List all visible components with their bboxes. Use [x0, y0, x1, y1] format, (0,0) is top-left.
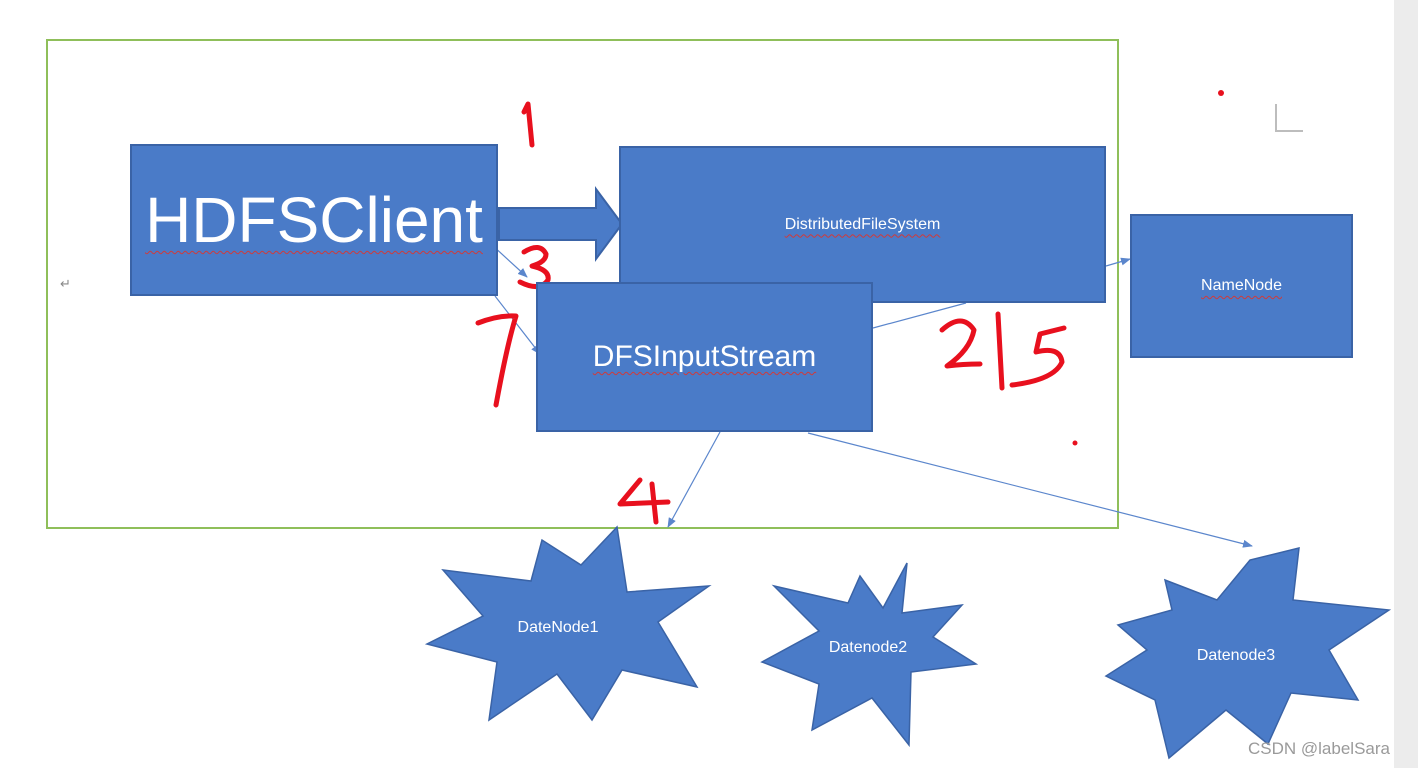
- filesystem-to-namenode-arrow: [1105, 257, 1131, 267]
- red-dot: [1072, 440, 1078, 446]
- inputstream-to-datanode3-arrow: [807, 432, 1253, 548]
- step-3-mark: [517, 245, 551, 289]
- step-2-mark: [939, 318, 983, 369]
- client-to-inputstream-arrow-lower: [494, 295, 541, 355]
- step-4-mark: [617, 477, 671, 525]
- datanode3-label: Datenode3: [1196, 647, 1276, 664]
- dfs-inputstream-box[interactable]: DFSInputStream: [536, 282, 873, 432]
- page-corner-marker: [1275, 104, 1303, 132]
- datanode2-starburst: [760, 562, 979, 748]
- datanode1-starburst: [424, 525, 712, 722]
- divider-stroke: [995, 311, 1005, 391]
- step-1-mark: [521, 101, 535, 148]
- hdfs-client-label: HDFSClient: [145, 184, 483, 256]
- datanode3-starburst: [1104, 547, 1392, 760]
- inputstream-to-filesystem-line: [872, 302, 967, 329]
- red-dot: [1218, 90, 1224, 96]
- dfs-inputstream-label: DFSInputStream: [592, 340, 817, 373]
- watermark: CSDN @labelSara: [1248, 739, 1390, 758]
- vertical-scrollbar[interactable]: [1394, 0, 1418, 768]
- datanode2-label: Datenode2: [828, 639, 908, 656]
- step-5-mark: [1009, 325, 1067, 388]
- paragraph-mark: ↵: [60, 276, 71, 291]
- distributed-filesystem-box[interactable]: DistributedFileSystem: [619, 146, 1106, 303]
- hdfs-client-box[interactable]: HDFSClient: [130, 144, 498, 296]
- step-7-mark: [475, 313, 519, 408]
- diagram-frame: [46, 39, 1119, 529]
- distributed-filesystem-label: DistributedFileSystem: [784, 215, 941, 233]
- namenode-box[interactable]: NameNode: [1130, 214, 1353, 358]
- datanode1-label: DateNode1: [517, 619, 599, 636]
- inputstream-to-datanode1-arrow: [667, 431, 721, 528]
- namenode-label: NameNode: [1201, 277, 1282, 294]
- call-block-arrow: [498, 185, 624, 263]
